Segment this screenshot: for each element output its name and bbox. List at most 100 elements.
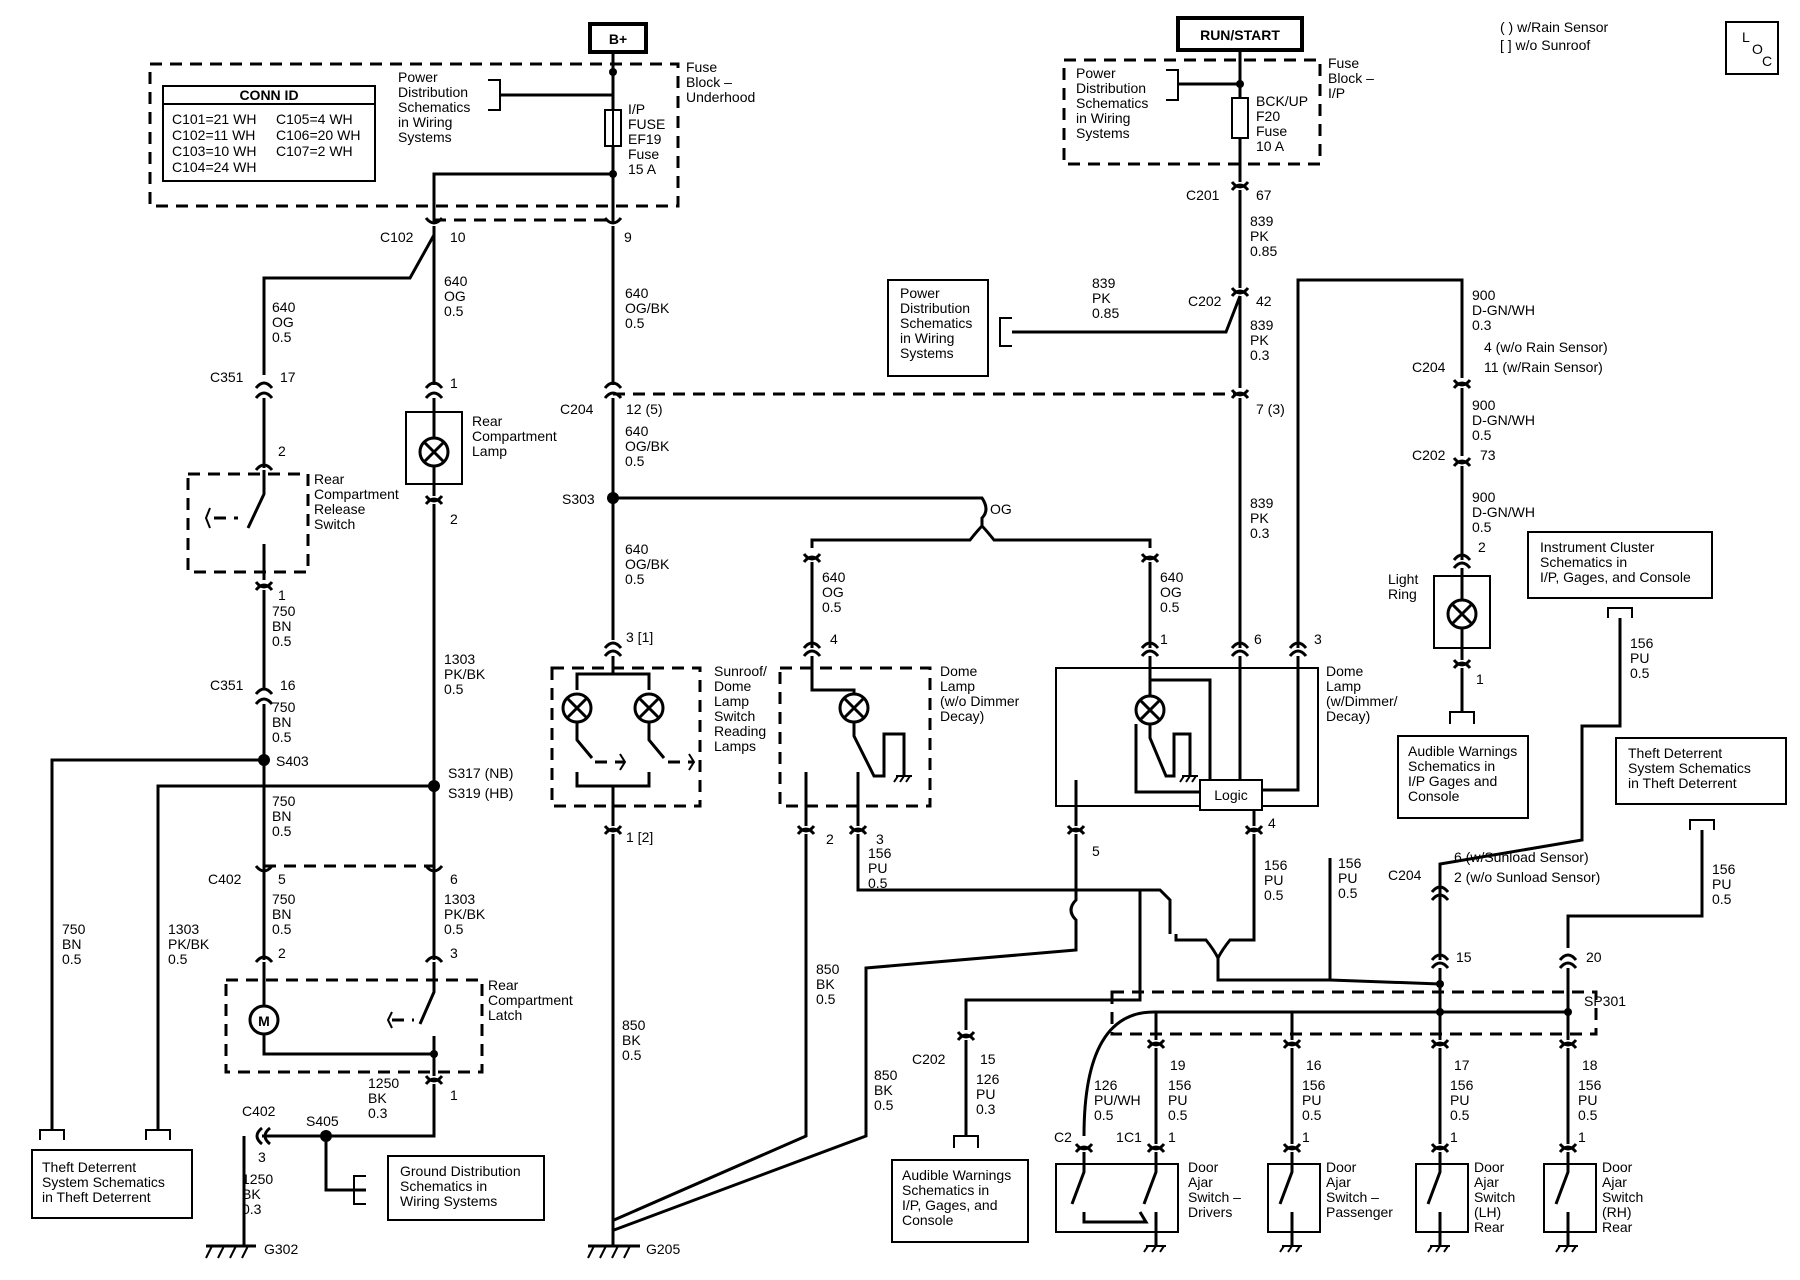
lf-pds-line: in Wiring bbox=[398, 114, 452, 130]
w1250-b-line: 0.3 bbox=[242, 1201, 262, 1217]
dome-dimmer-line: (w/Dimmer/ bbox=[1326, 693, 1398, 709]
dome-no-dimmer-line: Lamp bbox=[940, 678, 975, 694]
w750-b-line: BN bbox=[272, 714, 291, 730]
pin-16: 16 bbox=[1306, 1057, 1322, 1073]
door-drivers-line: Switch – bbox=[1188, 1189, 1241, 1205]
w156-a-line: 156 bbox=[868, 845, 892, 861]
c202-b-pin: 73 bbox=[1480, 447, 1496, 463]
lf-pds-line: Power bbox=[398, 69, 438, 85]
lf-fuse-line: EF19 bbox=[628, 131, 662, 147]
dimmer-pin-4: 4 bbox=[1268, 815, 1276, 831]
c102-pin-9: 9 bbox=[624, 229, 632, 245]
pin-19: 19 bbox=[1170, 1057, 1186, 1073]
pin-one-e: 1 bbox=[1116, 1129, 1124, 1145]
s405-label: S405 bbox=[306, 1113, 339, 1129]
sunroof-pin-3: 3 [1] bbox=[626, 629, 653, 645]
w156-g-line: PU bbox=[1302, 1092, 1321, 1108]
fuse-block-underhood-outline bbox=[148, 62, 680, 208]
sp301-label: SP301 bbox=[1584, 993, 1626, 1009]
pin-one-a: 1 bbox=[1168, 1129, 1176, 1145]
lf-pds-line: Schematics bbox=[398, 99, 470, 115]
c402-pin-6: 6 bbox=[450, 871, 458, 887]
light-ring-pin-2: 2 bbox=[1478, 539, 1486, 555]
release-switch-line: Switch bbox=[314, 516, 355, 532]
rf-pds-line: Systems bbox=[1076, 125, 1130, 141]
dimmer-pin-1: 1 bbox=[1160, 631, 1168, 647]
conn-id-cell: C106=20 WH bbox=[276, 127, 360, 143]
latch-line: Latch bbox=[488, 1007, 522, 1023]
c1-label: C1 bbox=[1124, 1129, 1142, 1145]
conn-id-title: CONN ID bbox=[239, 87, 298, 103]
w126-b-line: 126 bbox=[1094, 1077, 1118, 1093]
w156-c-line: 156 bbox=[1338, 855, 1362, 871]
w156-f-line: 156 bbox=[1168, 1077, 1192, 1093]
rear-lamp-line: Lamp bbox=[472, 443, 507, 459]
sunroof-line: Reading bbox=[714, 723, 766, 739]
dome-no-dimmer-line: (w/o Dimmer bbox=[940, 693, 1020, 709]
w156-i-line: 156 bbox=[1578, 1077, 1602, 1093]
release-switch-line: Compartment bbox=[314, 486, 399, 502]
theft-left-line: Theft Deterrent bbox=[42, 1159, 136, 1175]
w750-c-line: 0.5 bbox=[272, 823, 292, 839]
door-drivers-line: Door bbox=[1188, 1159, 1219, 1175]
w900-b-line: 0.5 bbox=[1472, 427, 1492, 443]
w1303-a-line: 1303 bbox=[444, 651, 475, 667]
ground-dist-line: Wiring Systems bbox=[400, 1193, 497, 1209]
dome-dimmer-line: Dome bbox=[1326, 663, 1364, 679]
g205-label: G205 bbox=[646, 1241, 680, 1257]
g302-label: G302 bbox=[264, 1241, 298, 1257]
w640-og-c-line: 640 bbox=[444, 273, 468, 289]
sunroof-line: Lamp bbox=[714, 693, 749, 709]
w839-b-line: 839 bbox=[1092, 275, 1116, 291]
w156-e-line: 0.5 bbox=[1712, 891, 1732, 907]
c204-b-pin: 7 (3) bbox=[1256, 401, 1285, 417]
w900-b-line: 900 bbox=[1472, 397, 1496, 413]
door-lh-line: Switch bbox=[1474, 1189, 1515, 1205]
c402-pin-5: 5 bbox=[278, 871, 286, 887]
c204-c-pin-1: 4 (w/o Rain Sensor) bbox=[1484, 339, 1608, 355]
dome-no-dimmer-line: Decay) bbox=[940, 708, 984, 724]
rear-lamp-pin-1: 1 bbox=[450, 375, 458, 391]
c402-label: C402 bbox=[208, 871, 242, 887]
w839-c-line: 0.3 bbox=[1250, 347, 1270, 363]
dome-pin-2: 2 bbox=[826, 831, 834, 847]
sunroof-line: Sunroof/ bbox=[714, 663, 767, 679]
w1250-a-line: 1250 bbox=[368, 1075, 399, 1091]
rf-fuse-line: Fuse bbox=[1256, 123, 1287, 139]
w1303-b-line: 0.5 bbox=[444, 921, 464, 937]
w640-d4-line: 640 bbox=[822, 569, 846, 585]
w640-ogbk-c-line: 640 bbox=[625, 541, 649, 557]
w900-c-line: D-GN/WH bbox=[1472, 504, 1535, 520]
w750-d-line: BN bbox=[272, 906, 291, 922]
c204-d-pin-2: 2 (w/o Sunload Sensor) bbox=[1454, 869, 1600, 885]
latch-line: Compartment bbox=[488, 992, 573, 1008]
light-ring-pin-1: 1 bbox=[1476, 671, 1484, 687]
w839-c-line: 839 bbox=[1250, 317, 1274, 333]
w126-a-line: 0.3 bbox=[976, 1101, 996, 1117]
c2-label: C2 bbox=[1054, 1129, 1072, 1145]
dome-lamp-dimmer-box bbox=[1055, 667, 1319, 807]
c351-bottom-pin: 16 bbox=[280, 677, 296, 693]
w640-ogbk-c-line: OG/BK bbox=[625, 556, 670, 572]
latch-pin-2: 2 bbox=[278, 945, 286, 961]
